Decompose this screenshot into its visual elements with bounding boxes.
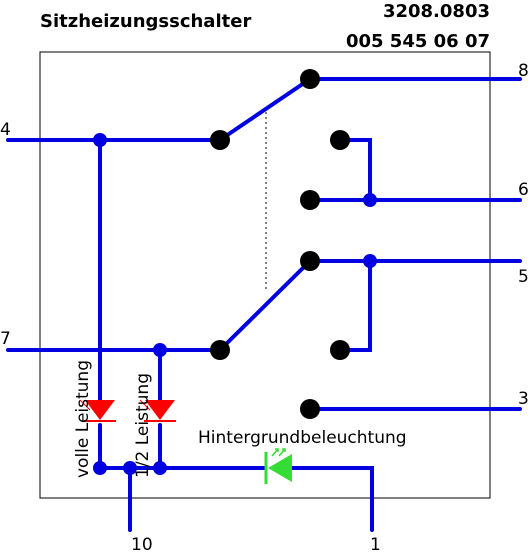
contact-upper-mid xyxy=(330,130,350,150)
wire-bracket-upper xyxy=(338,138,372,202)
pin-label-7: 7 xyxy=(0,329,11,349)
contact-lower-top xyxy=(300,251,320,271)
junction-bus-right xyxy=(153,461,167,475)
label-full-power: volle Leistung xyxy=(73,360,93,478)
junction-pin6 xyxy=(363,193,377,207)
switch-housing xyxy=(39,51,491,499)
contact-upper-top xyxy=(300,69,320,89)
contact-lower-bottom xyxy=(300,399,320,419)
contact-lower-common xyxy=(210,340,230,360)
junction-pin10 xyxy=(123,461,137,475)
pin-label-5: 5 xyxy=(518,267,529,287)
switch-lever-upper xyxy=(218,77,312,142)
diode-half-power xyxy=(139,399,176,422)
led-backlight-icon xyxy=(264,448,292,484)
contact-lower-mid xyxy=(330,340,350,360)
wire-bracket-lower xyxy=(338,259,372,352)
pin-label-1: 1 xyxy=(370,535,381,552)
label-half-power: 1/2 Leistung xyxy=(133,373,153,478)
contact-upper-bottom xyxy=(300,190,320,210)
pin-label-6: 6 xyxy=(518,180,529,200)
diagram-title: Sitzheizungsschalter xyxy=(40,11,251,32)
switch-lever-lower xyxy=(218,259,312,352)
junction-bus-left xyxy=(93,461,107,475)
diode-full-power xyxy=(79,399,116,422)
pin-label-4: 4 xyxy=(0,120,11,140)
pin-label-3: 3 xyxy=(518,389,529,409)
junction-pin7 xyxy=(153,343,167,357)
wire-pin1 xyxy=(290,466,374,532)
label-backlight: Hintergrundbeleuchtung xyxy=(198,428,407,448)
junction-pin5 xyxy=(363,254,377,268)
part-number-2: 005 545 06 07 xyxy=(346,31,490,52)
pin-label-8: 8 xyxy=(518,61,529,81)
pin-label-10: 10 xyxy=(131,535,153,552)
part-number-1: 3208.0803 xyxy=(383,1,490,22)
contact-upper-common xyxy=(210,130,230,150)
junction-pin4 xyxy=(93,133,107,147)
